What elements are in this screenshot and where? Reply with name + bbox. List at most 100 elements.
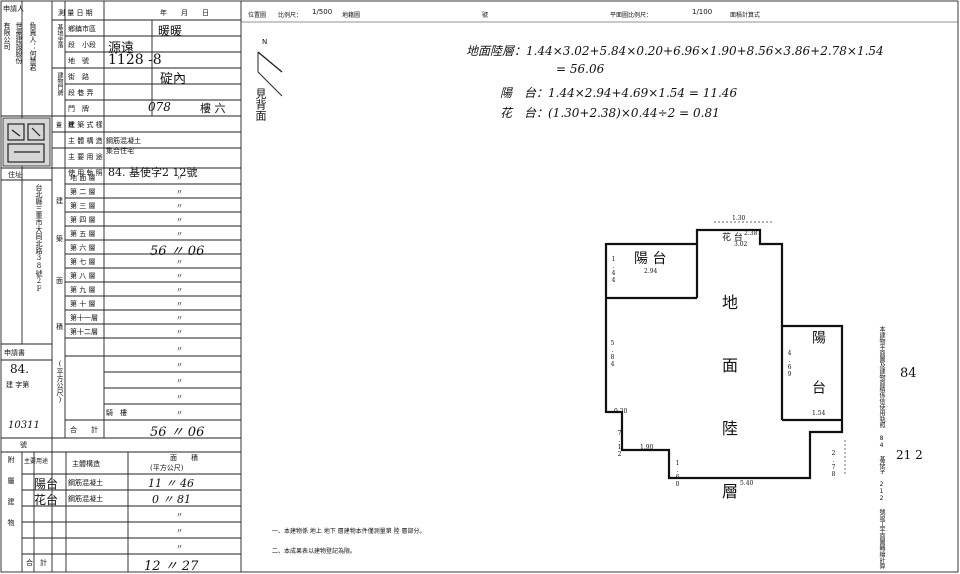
annex-col-area-unit: (平方公尺): [150, 464, 184, 472]
address-label: 住址: [8, 171, 22, 179]
calc-balcony: 陽 台：1.44×2.94+4.69×1.54 = 11.46: [500, 86, 738, 100]
calc-ground: 地面陸層：1.44×3.02+5.84×0.20+6.96×1.90+8.56×…: [466, 44, 884, 58]
building-label: 建物門牌: [56, 72, 63, 96]
annex-row-structure: 鋼筋混凝土: [68, 495, 103, 503]
seal-label: 蓋 章: [56, 122, 75, 129]
floor-value: 〃: [176, 188, 183, 196]
calc-flower: 花 台：(1.30+2.38)×0.44÷2 = 0.81: [500, 106, 720, 120]
main-structure-value: 鋼筋混凝土: [106, 137, 141, 145]
section-value: 源遠: [108, 41, 135, 56]
district-label: 鄉鎮市區: [68, 25, 96, 33]
public-label: (平方公尺): [56, 360, 64, 404]
street-value: 碇內: [160, 72, 187, 87]
floor-name: 第 六 層: [70, 244, 96, 252]
dim-label: 1.54: [812, 410, 826, 417]
floor-name: 第 四 層: [70, 216, 96, 224]
dim-label: 0.20: [614, 408, 628, 415]
annex-col-use: 主要用途: [24, 458, 49, 465]
floor-value: 樓 六: [200, 102, 226, 115]
dim-label: 2.38: [744, 230, 758, 237]
floor-value: 〃: [176, 230, 183, 238]
dim-label: 2.78: [830, 450, 837, 478]
style-label: 建 築 式 樣: [68, 121, 103, 129]
floor-value: 〃: [176, 314, 183, 322]
floor-value: 56 〃 06: [150, 244, 205, 259]
floor-name: 第十二層: [70, 328, 98, 336]
floor-value: 〃: [176, 272, 183, 280]
side-license-word: 建 字第: [6, 381, 30, 389]
room-ground-floor: 地 面 陸 層: [719, 294, 738, 513]
floors-label-area: 面: [56, 277, 63, 285]
floor-name: 地 面 層: [70, 174, 96, 182]
floors-label-left: 建: [56, 197, 63, 205]
dim-label: 1.90: [640, 444, 654, 451]
annex-side-label: 附屬建物: [7, 456, 15, 540]
floor-value: 〃: [176, 328, 183, 336]
side-ref-label: 號: [20, 441, 27, 449]
side-label: 申請書: [4, 349, 25, 357]
floor-name: 第 三 層: [70, 202, 96, 210]
see-back-label: 見背面: [254, 88, 267, 121]
main-use-label: 主 要 用 途: [68, 153, 103, 161]
floor-name: 第 五 層: [70, 230, 96, 238]
plan-scale-label: 平面圖比例尺：: [610, 12, 653, 19]
annex-row-use: 花台: [34, 493, 59, 507]
floor-value: 〃: [176, 216, 183, 224]
room-flower: 花 台: [722, 233, 743, 243]
dim-label: 4.69: [786, 350, 793, 378]
section-label: 段 小段: [68, 41, 96, 49]
applicant-name-2: 世豪建設股份: [15, 22, 23, 64]
dim-label: 1.44: [610, 256, 617, 284]
plan-scale-value: 1/100: [692, 8, 713, 16]
note-2: 二、本成果表以建物登記為限。: [272, 548, 357, 555]
annex-total-label: 合 計: [26, 559, 47, 567]
right-license-no: 84: [900, 366, 917, 381]
blank-row: 〃: [176, 393, 183, 401]
floor-name: 第 八 層: [70, 272, 96, 280]
side-ref-no: 10311: [8, 420, 40, 431]
annex-row-area: 〃: [176, 511, 183, 519]
main-structure-label: 主 體 構 造: [68, 137, 103, 145]
street-label: 街 路: [68, 73, 89, 81]
annex-row-area: 11 〃 46: [148, 477, 194, 490]
license-value: 84. 基使字2 12號: [108, 166, 198, 179]
date-label: 測 量 日 期: [58, 9, 93, 17]
number-value: 078: [148, 100, 171, 114]
floor-name: 第 九 層: [70, 286, 96, 294]
floor-value: 〃: [176, 202, 183, 210]
date-fields: 年 月 日: [160, 9, 209, 17]
applicant-title: 申請人: [3, 5, 24, 13]
right-vertical-note: 本建物平面圖及建物面積係依使用執照 84 基使字 212 號竣工平面圖轉繪計算: [878, 326, 885, 569]
floor-value: 〃: [176, 286, 183, 294]
scale-value: 1/500: [312, 8, 333, 16]
right-ref-no: 21 2: [896, 448, 923, 462]
floor-plan-outline: [604, 228, 844, 480]
district-value: 暖暖: [158, 24, 183, 38]
annex-total-value: 12 〃 27: [144, 559, 199, 574]
floor-name: 第 七 層: [70, 258, 96, 266]
seal-stamp: [2, 117, 51, 167]
room-balcony-1: 陽 台: [634, 251, 667, 267]
number-label: 門 牌: [68, 105, 89, 113]
address-line: 台北縣三重市大同北路38號2F: [35, 184, 43, 293]
base-label: 基地坐落: [56, 24, 63, 48]
lane-label: 段 巷 弄: [68, 89, 94, 97]
annex-col-structure: 主體構造: [72, 460, 100, 468]
floor-value: 〃: [176, 258, 183, 266]
dim-label: 2.94: [644, 268, 658, 275]
dim-label: 1.30: [732, 215, 746, 222]
annex-row-use: 陽台: [34, 477, 59, 491]
dim-label: 3.02: [734, 241, 748, 248]
dim-label: 5.40: [740, 480, 754, 487]
floor-name: 第十一層: [70, 314, 98, 322]
room-balcony-2: 陽 台: [810, 330, 826, 404]
floor-value: 〃: [176, 174, 183, 182]
side-license-no: 84.: [10, 362, 30, 376]
applicant-name-1: 有限公司: [3, 22, 11, 50]
floor-name: 第 二 層: [70, 188, 96, 196]
number-label: 號: [482, 12, 489, 19]
annex-row-area: 〃: [176, 527, 183, 535]
stairs-label: 騎 樓: [106, 409, 127, 417]
floor-name: 第 十 層: [70, 300, 96, 308]
